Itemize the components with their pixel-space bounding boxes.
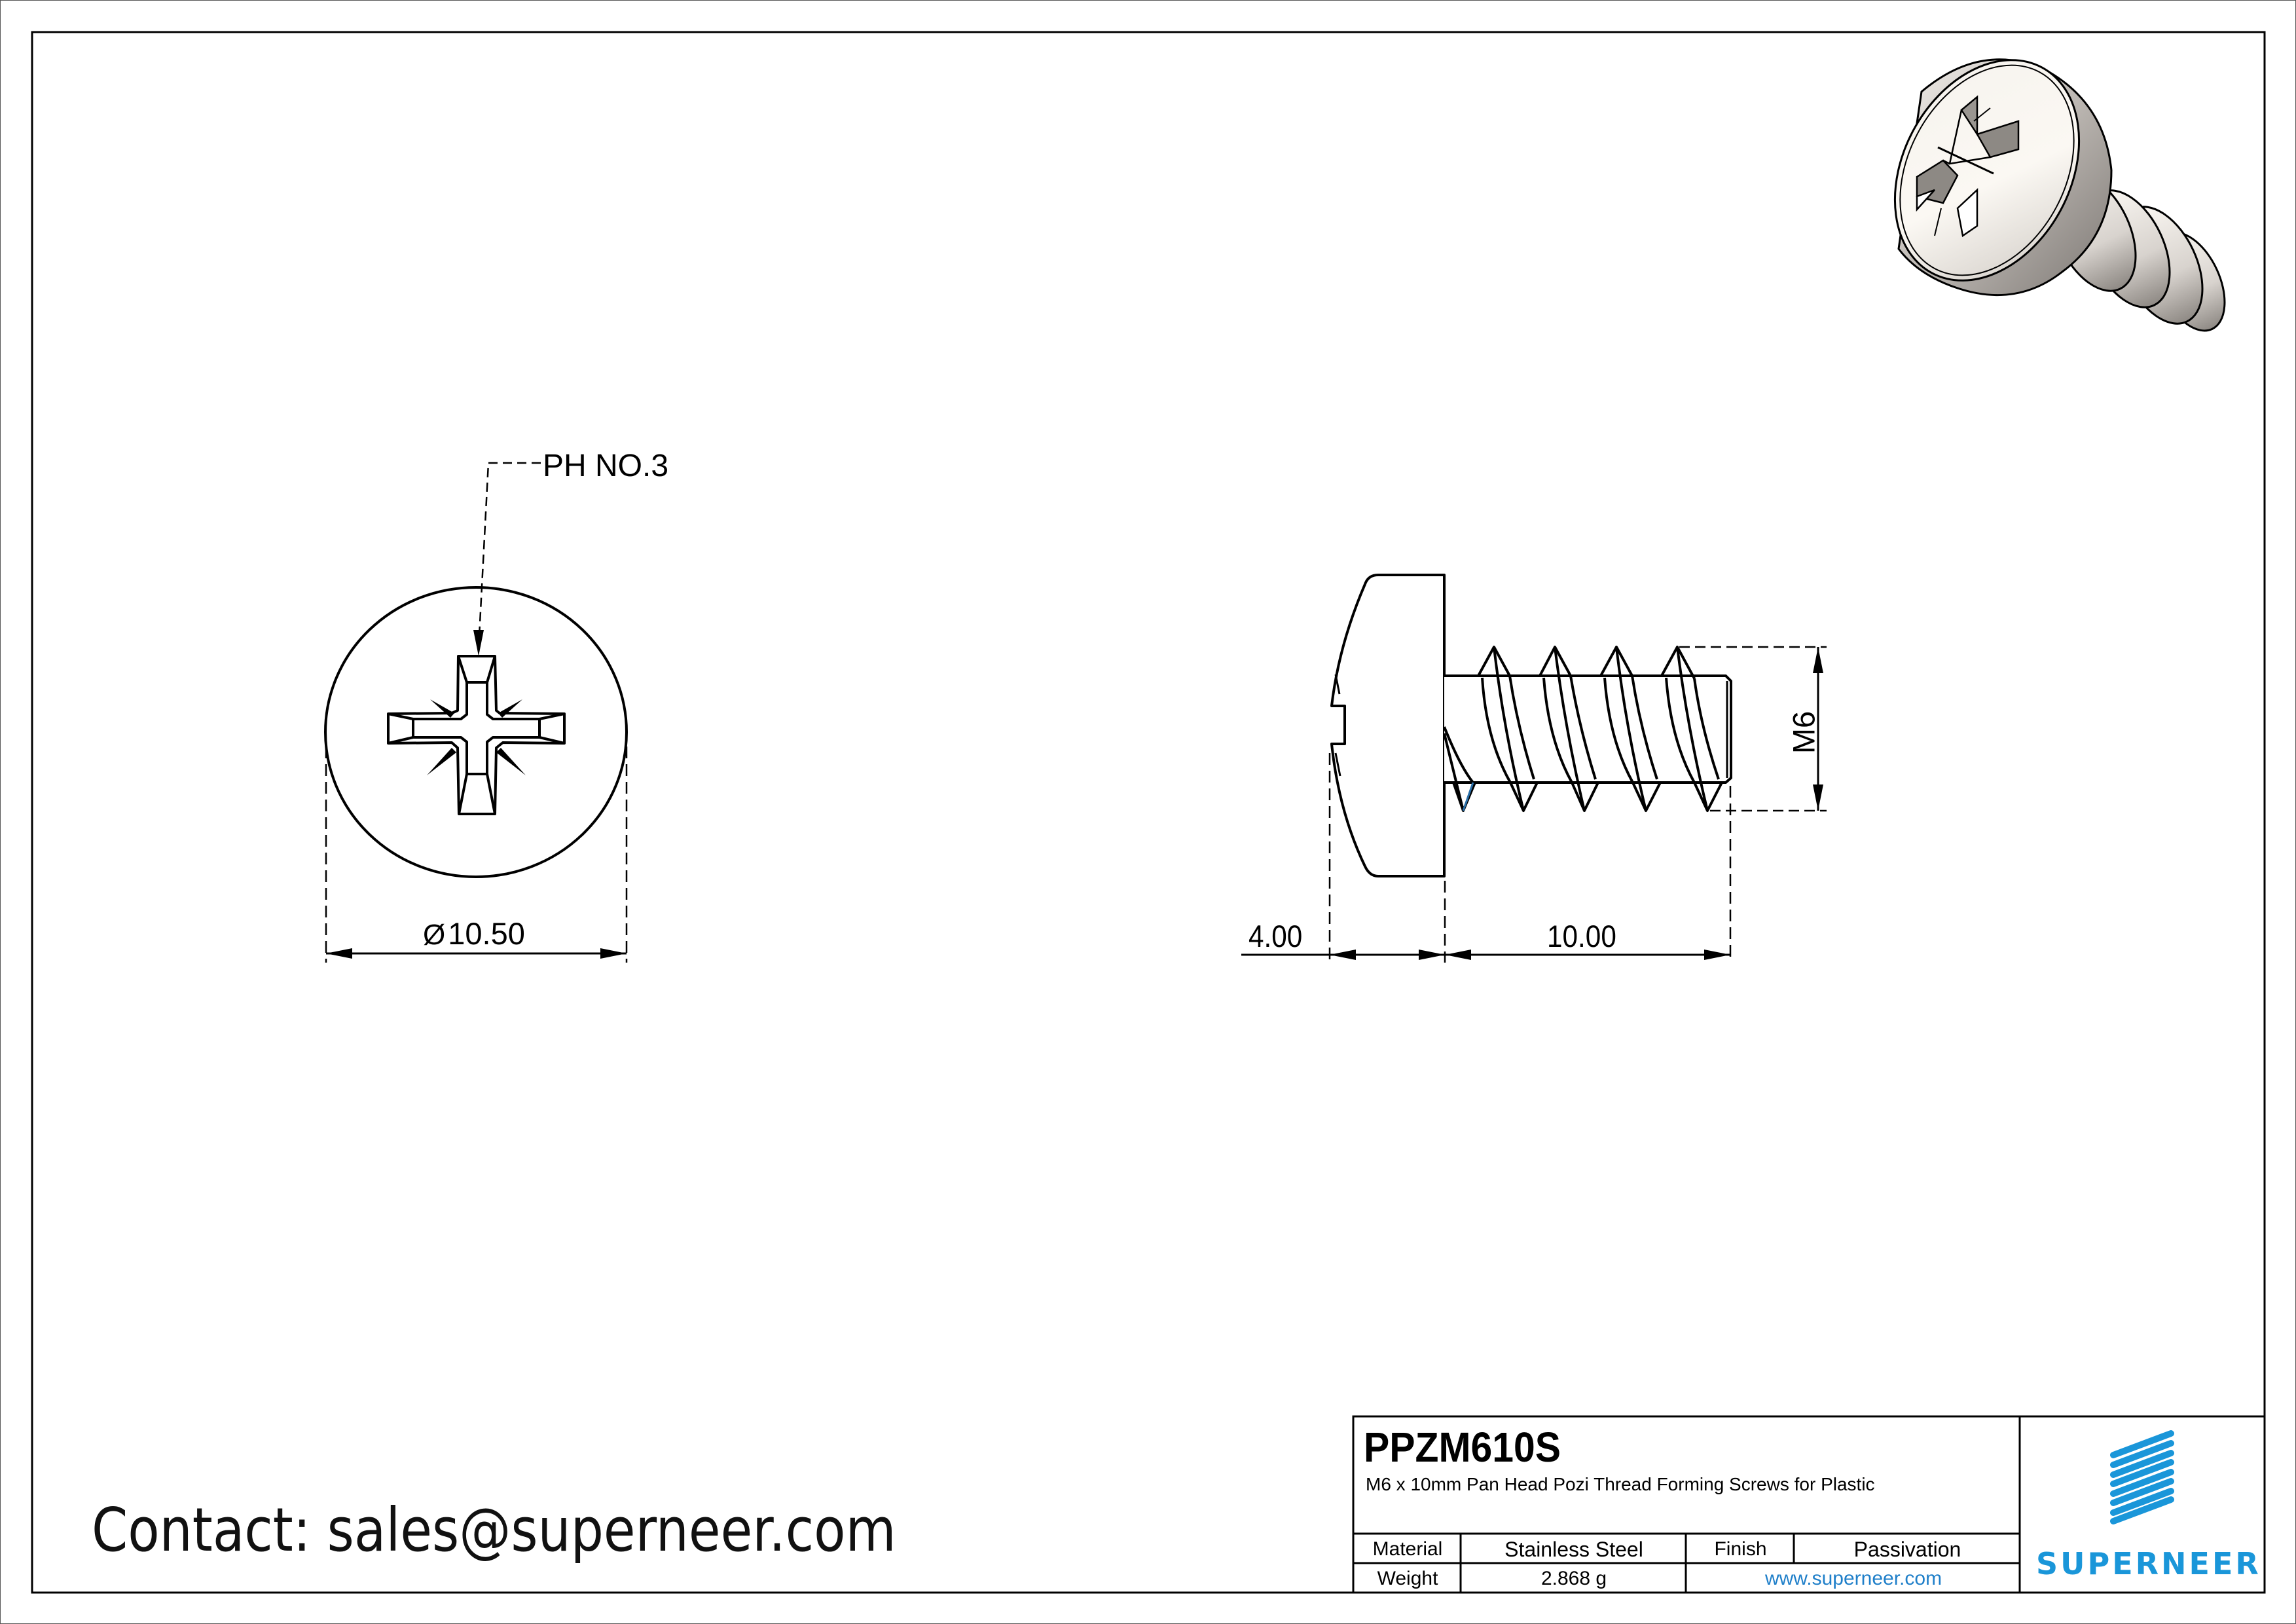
diameter-symbol-icon: Ø	[423, 919, 446, 951]
head-outline	[324, 586, 628, 878]
finish-label: Finish	[1714, 1538, 1767, 1560]
recess-spikes	[427, 699, 526, 775]
screw-3d-render	[1893, 58, 2226, 332]
weight-label: Weight	[1377, 1567, 1438, 1589]
part-description: M6 x 10mm Pan Head Pozi Thread Forming S…	[1366, 1474, 1875, 1494]
material-label: Material	[1372, 1538, 1443, 1560]
diameter-dimension: Ø10.50	[423, 918, 525, 950]
weight-value: 2.868 g	[1540, 1567, 1607, 1589]
diameter-value: 10.50	[448, 916, 525, 951]
head-height-dimension: 4.00	[1248, 919, 1303, 953]
leader-line	[477, 462, 541, 649]
leader-arrow	[473, 630, 484, 656]
thread-crests-bottom	[1452, 782, 1723, 812]
drawing-frame	[31, 31, 2266, 1594]
website-link[interactable]: www.superneer.com	[1764, 1567, 1942, 1589]
side-view-dimensions	[1241, 646, 1827, 963]
thread-crests-top	[1477, 646, 1696, 679]
material-value: Stainless Steel	[1504, 1537, 1643, 1561]
screw-head-profile	[1330, 574, 1446, 877]
recess-callout: PH NO.3	[543, 449, 669, 483]
finish-value: Passivation	[1853, 1537, 1961, 1561]
thread-size-dimension: M6	[1786, 710, 1821, 754]
part-number: PPZM610S	[1364, 1424, 1561, 1471]
screw-shank	[1444, 674, 1732, 784]
contact-email: Contact: sales@superneer.com	[92, 1495, 896, 1565]
length-dimension: 10.00	[1547, 919, 1616, 953]
pozi-recess-icon	[387, 655, 566, 815]
superneer-logo-text: SUPERNEER	[2036, 1546, 2261, 1581]
pozi-recess-3d-icon	[1916, 95, 2020, 238]
side-view	[1330, 574, 1732, 877]
front-view	[324, 462, 628, 963]
superneer-logo-icon	[2110, 1430, 2174, 1524]
